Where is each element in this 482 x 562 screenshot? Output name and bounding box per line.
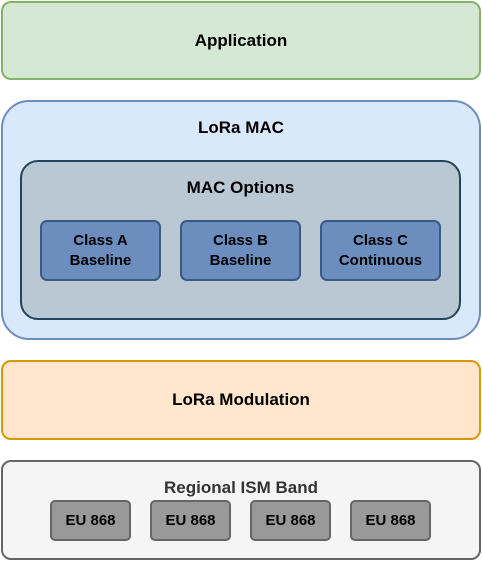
class-b-name: Class B xyxy=(212,231,269,249)
lora-mac-label: LoRa MAC xyxy=(198,118,284,137)
band-label: EU 868 xyxy=(165,512,216,529)
lora-modulation-layer: LoRa Modulation xyxy=(1,360,481,440)
regional-ism-band-label: Regional ISM Band xyxy=(164,478,318,497)
band-label: EU 868 xyxy=(365,512,416,529)
band-box: EU 868 xyxy=(350,500,431,541)
application-label: Application xyxy=(194,30,288,50)
class-b-box: Class B Baseline xyxy=(180,220,301,281)
class-b-mode: Baseline xyxy=(209,251,272,269)
class-a-box: Class A Baseline xyxy=(40,220,161,281)
class-c-name: Class C xyxy=(352,231,409,249)
band-label: EU 868 xyxy=(265,512,316,529)
band-box: EU 868 xyxy=(150,500,231,541)
band-box: EU 868 xyxy=(50,500,131,541)
application-layer: Application xyxy=(1,1,481,80)
band-box: EU 868 xyxy=(250,500,331,541)
class-c-mode: Continuous xyxy=(338,251,423,269)
class-c-box: Class C Continuous xyxy=(320,220,441,281)
lora-modulation-label: LoRa Modulation xyxy=(172,390,310,409)
band-label: EU 868 xyxy=(65,512,116,529)
mac-options-label: MAC Options xyxy=(186,178,295,197)
class-a-mode: Baseline xyxy=(69,251,132,269)
class-a-name: Class A xyxy=(73,231,128,249)
